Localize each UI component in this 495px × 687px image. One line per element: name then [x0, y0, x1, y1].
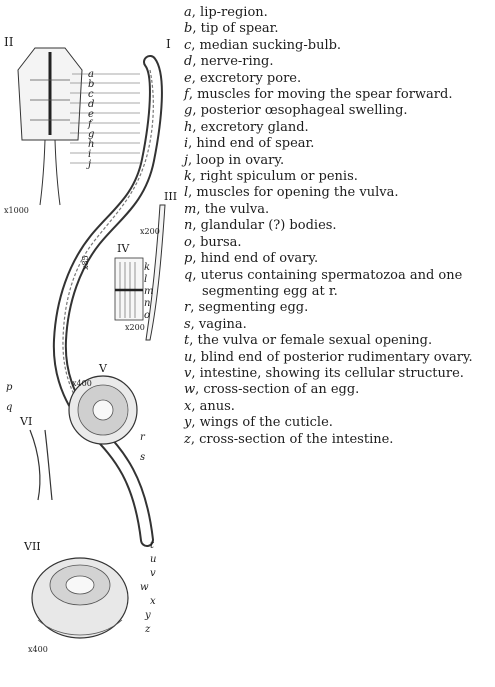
- legend-item-r: r, segmenting egg.: [184, 300, 492, 316]
- callout-letter-r: r: [140, 432, 146, 443]
- magnification-label: x400: [28, 645, 48, 654]
- legend-item-e: e, excretory pore.: [184, 71, 492, 87]
- callout-letter-z: z: [144, 624, 151, 635]
- magnification-label: x200: [125, 323, 145, 332]
- legend-item-j: j, loop in ovary.: [184, 153, 492, 169]
- panel-label-vii: VII: [23, 540, 41, 553]
- panel-label-v: V: [98, 362, 108, 375]
- legend-item-g: g, posterior œsophageal swelling.: [184, 103, 492, 119]
- legend-item-p: p, hind end of ovary.: [184, 251, 492, 267]
- callout-letter-y: y: [144, 610, 151, 621]
- panel-label-vi: VI: [19, 415, 32, 428]
- figure-legend: a, lip-region. b, tip of spear. c, media…: [184, 5, 492, 448]
- callout-letter-k: k: [144, 262, 150, 273]
- callout-letter-t: t: [150, 540, 155, 551]
- legend-item-i: i, hind end of spear.: [184, 136, 492, 152]
- legend-item-q: q, uterus containing spermatozoa and one…: [184, 268, 492, 301]
- panel-vii-egg-section: [32, 558, 128, 638]
- panel-label-i: I: [166, 37, 171, 51]
- legend-item-l: l, muscles for opening the vulva.: [184, 185, 492, 201]
- callout-letter-n: n: [144, 298, 150, 309]
- legend-item-b: b, tip of spear.: [184, 21, 492, 37]
- panel-label-ii: II: [4, 35, 14, 49]
- panel-vi-vagina: [30, 430, 52, 500]
- panel-ii-head: [18, 48, 82, 205]
- callout-letter-m: m: [144, 286, 153, 297]
- legend-item-n: n, glandular (?) bodies.: [184, 218, 492, 234]
- nematode-figure: II I III IV V VI VII x1000 x200 x85 x200…: [0, 0, 180, 687]
- legend-item-v: v, intestine, showing its cellular struc…: [184, 366, 492, 382]
- legend-item-s: s, vagina.: [184, 317, 492, 333]
- legend-item-h: h, excretory gland.: [184, 120, 492, 136]
- magnification-label: x200: [140, 227, 160, 236]
- callout-letter-q: q: [6, 402, 12, 413]
- callout-letter-p: p: [6, 382, 13, 393]
- legend-item-d: d, nerve-ring.: [184, 54, 492, 70]
- panel-label-iii: III: [164, 190, 177, 203]
- magnification-label: x400: [72, 379, 92, 388]
- panel-iv-vulva: [115, 258, 143, 320]
- legend-item-k: k, right spiculum or penis.: [184, 169, 492, 185]
- legend-item-m: m, the vulva.: [184, 202, 492, 218]
- callout-letter-v: v: [150, 568, 156, 579]
- callout-letter-s: s: [140, 452, 145, 463]
- legend-item-w: w, cross-section of an egg.: [184, 382, 492, 398]
- legend-item-c: c, median sucking-bulb.: [184, 38, 492, 54]
- legend-item-a: a, lip-region.: [184, 5, 492, 21]
- callout-letter-l: l: [144, 274, 147, 285]
- legend-item-y: y, wings of the cuticle.: [184, 415, 492, 431]
- legend-item-u: u, blind end of posterior rudimentary ov…: [184, 350, 492, 366]
- callout-letter-w: w: [140, 582, 149, 593]
- callout-letter-x: x: [150, 596, 156, 607]
- legend-item-f: f, muscles for moving the spear forward.: [184, 87, 492, 103]
- callout-letter-u: u: [150, 554, 156, 565]
- callout-letter-j: j: [86, 159, 91, 170]
- magnification-label: x1000: [4, 206, 29, 215]
- legend-item-x: x, anus.: [184, 399, 492, 415]
- callout-letter-o: o: [144, 310, 150, 321]
- panel-label-iv: IV: [117, 242, 130, 255]
- legend-item-z: z, cross-section of the intestine.: [184, 432, 492, 448]
- legend-item-o: o, bursa.: [184, 235, 492, 251]
- legend-item-t: t, the vulva or female sexual opening.: [184, 333, 492, 349]
- magnification-label: x85: [81, 255, 90, 270]
